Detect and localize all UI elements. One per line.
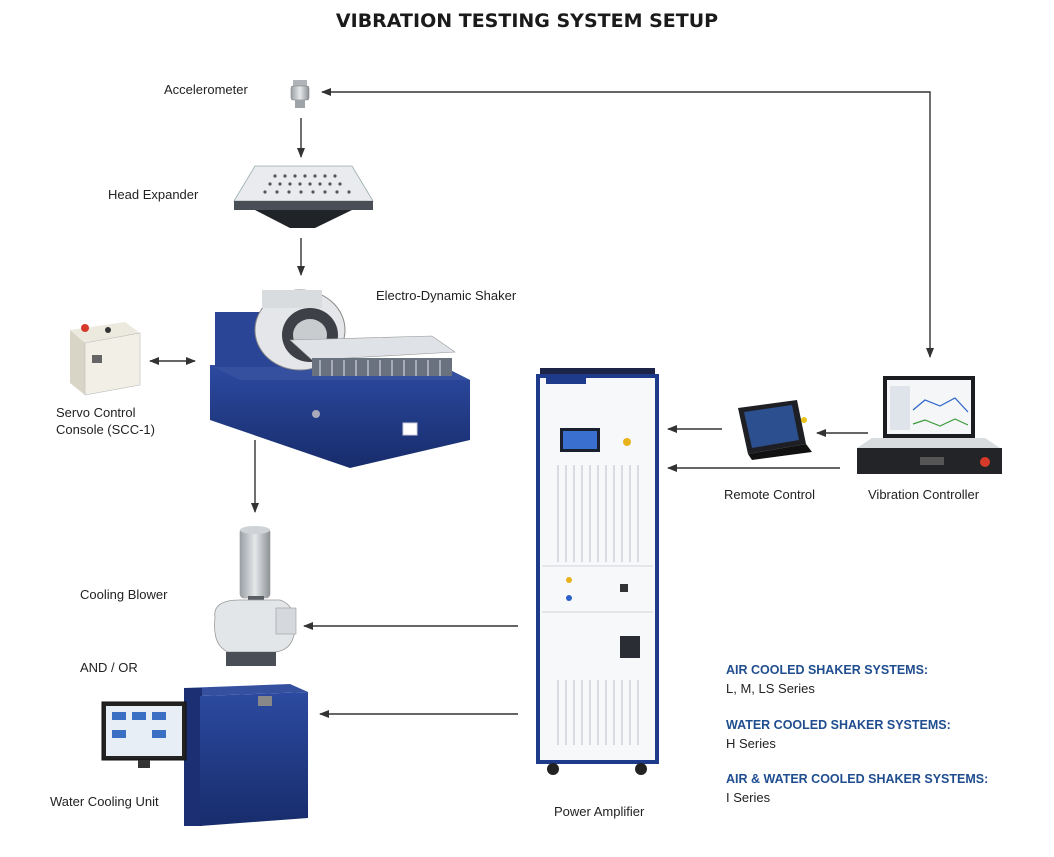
water-cooling-image bbox=[101, 684, 308, 826]
head-expander-label: Head Expander bbox=[108, 187, 199, 202]
system-heading-air-water: AIR & WATER COOLED SHAKER SYSTEMS: bbox=[726, 772, 989, 786]
servo-console-label-line2: Console (SCC-1) bbox=[56, 422, 155, 437]
cooling-blower-label: Cooling Blower bbox=[80, 587, 168, 602]
accelerometer-image bbox=[290, 80, 310, 108]
amplifier-vent-upper bbox=[557, 465, 639, 562]
vibration-controller-image bbox=[857, 376, 1002, 474]
cooling-blower-image bbox=[214, 526, 297, 666]
remote-control-label: Remote Control bbox=[724, 487, 816, 502]
accelerometer-label: Accelerometer bbox=[164, 82, 248, 97]
page-title: VIBRATION TESTING SYSTEM SETUP bbox=[335, 10, 719, 32]
connection-arrows bbox=[149, 88, 934, 718]
arrow-controller-to-accelerometer bbox=[321, 88, 934, 358]
remote-control-image bbox=[738, 400, 812, 460]
power-amplifier-image bbox=[536, 368, 659, 775]
power-amplifier-label: Power Amplifier bbox=[554, 804, 645, 819]
servo-console-image bbox=[70, 322, 141, 396]
system-series-air: L, M, LS Series bbox=[726, 681, 815, 696]
shaker-label: Electro-Dynamic Shaker bbox=[376, 288, 517, 303]
head-expander-image bbox=[233, 165, 374, 228]
and-or-label: AND / OR bbox=[80, 660, 138, 675]
system-heading-water: WATER COOLED SHAKER SYSTEMS: bbox=[726, 718, 951, 732]
servo-console-label-line1: Servo Control bbox=[56, 405, 136, 420]
shaker-image bbox=[210, 289, 470, 468]
system-series-water: H Series bbox=[726, 736, 776, 751]
water-cooling-label: Water Cooling Unit bbox=[50, 794, 159, 809]
system-heading-air: AIR COOLED SHAKER SYSTEMS: bbox=[726, 663, 929, 677]
system-series-air-water: I Series bbox=[726, 790, 771, 805]
vibration-controller-label: Vibration Controller bbox=[868, 487, 980, 502]
amplifier-vent-lower bbox=[557, 680, 639, 745]
servo-console-label: Servo Control Console (SCC-1) bbox=[56, 404, 155, 438]
